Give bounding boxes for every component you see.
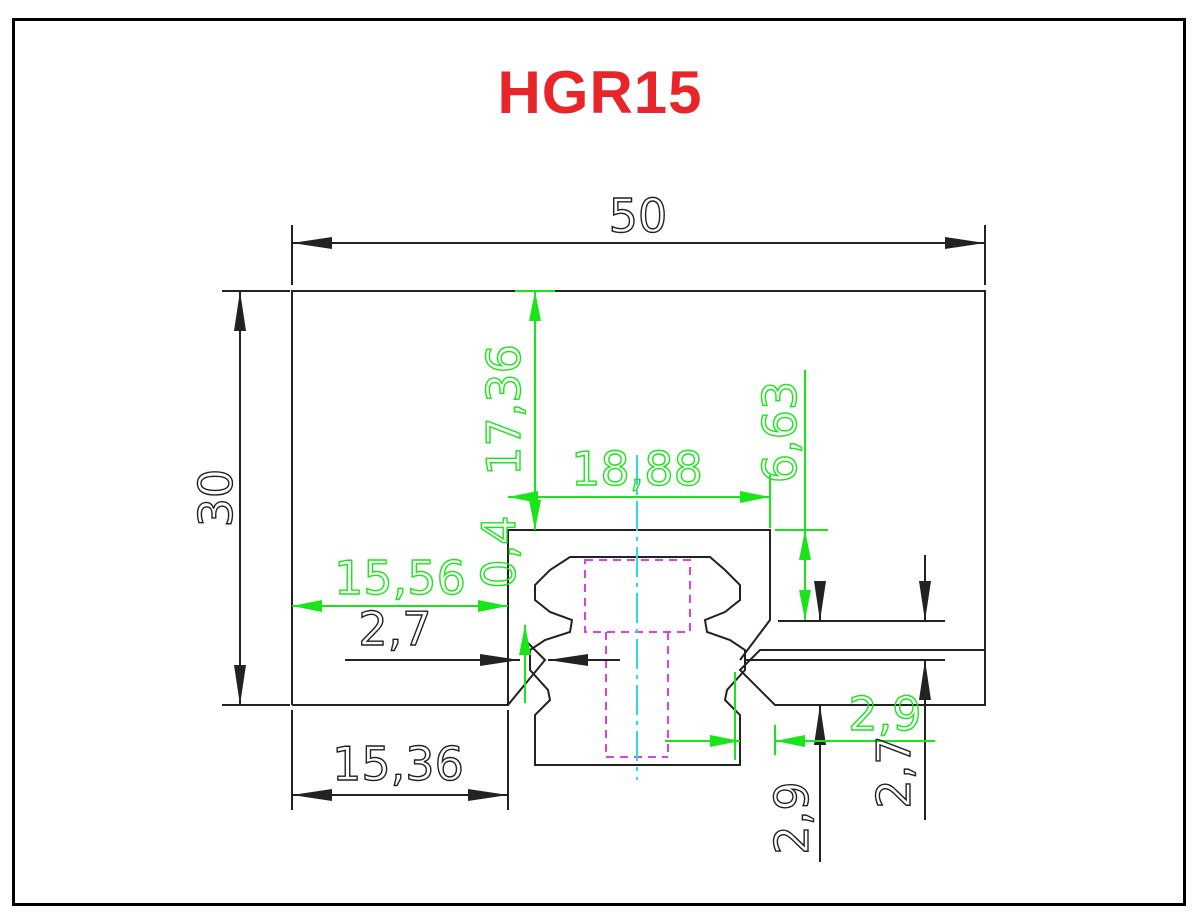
dim-label-right-groove: 2,9 bbox=[848, 687, 921, 741]
dim-label-gap-top: 0,4 bbox=[472, 515, 526, 588]
drawing-frame bbox=[12, 18, 1186, 906]
rail-profile bbox=[529, 556, 746, 766]
drawing-title: HGR15 bbox=[497, 59, 703, 126]
dim-label-right-low: 2,9 bbox=[765, 781, 819, 854]
dim-label-right-top: 6,63 bbox=[753, 381, 807, 483]
dim-label-rail-width: 18,88 bbox=[571, 442, 703, 496]
dim-label-height-total: 30 bbox=[189, 469, 243, 528]
dim-label-groove-depth: 2,7 bbox=[358, 602, 431, 656]
dim-label-left-to-rail-top: 15,56 bbox=[334, 551, 466, 605]
dim-label-rail-height: 17,36 bbox=[477, 344, 531, 476]
dim-label-right-height: 2,7 bbox=[867, 735, 921, 808]
green-dimensions bbox=[292, 290, 935, 760]
dim-label-width-total: 50 bbox=[609, 189, 668, 243]
dim-label-left-to-rail-bottom: 15,36 bbox=[332, 737, 464, 791]
black-dimensions bbox=[222, 225, 986, 862]
